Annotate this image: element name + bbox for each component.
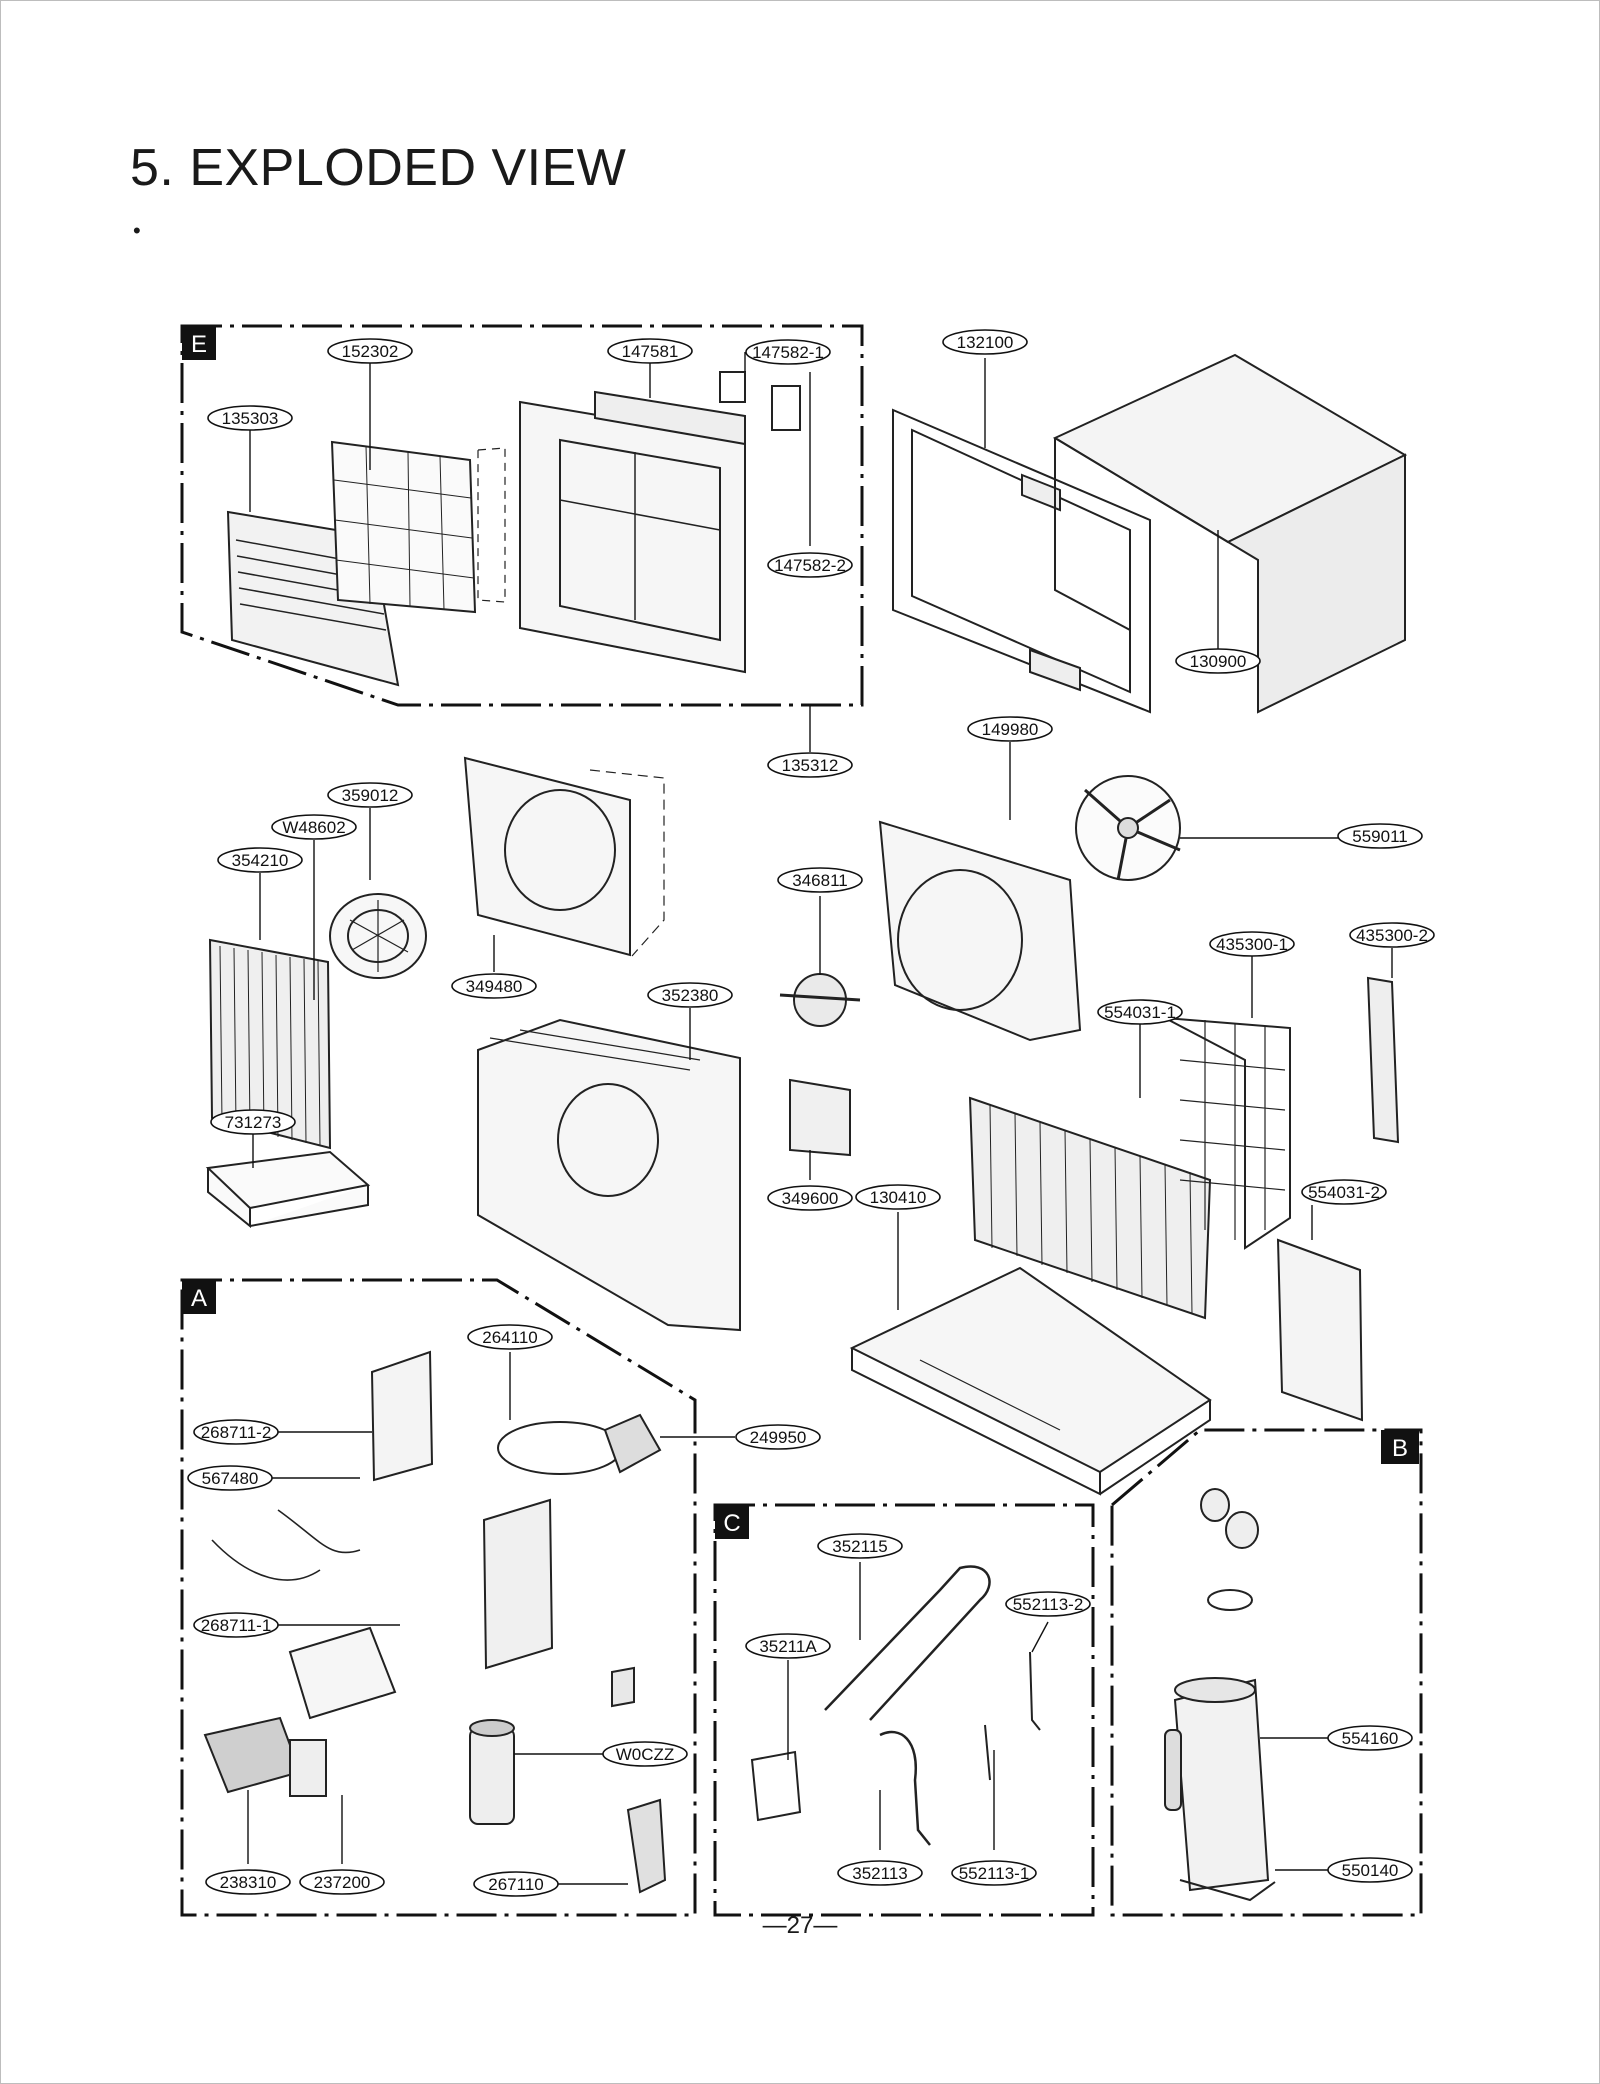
page-number: —27— xyxy=(762,1912,838,1939)
packing-drawing xyxy=(205,1150,371,1229)
tubing-drawing xyxy=(750,1565,1041,1846)
part-label: 237200 xyxy=(314,1873,371,1892)
part-label: 264110 xyxy=(482,1328,537,1347)
part-label: 349600 xyxy=(782,1189,839,1208)
section-tag-b: B xyxy=(1381,1430,1419,1464)
part-label: 346811 xyxy=(792,871,847,890)
part-label: W0CZZ xyxy=(616,1745,675,1764)
evaporator-drawing xyxy=(208,938,332,1150)
part-label: 349480 xyxy=(466,977,523,996)
page-title: 5. EXPLODED VIEW xyxy=(130,139,627,197)
air-filter-drawing xyxy=(330,440,477,614)
part-label: 149980 xyxy=(982,720,1039,739)
cabinet-drawing xyxy=(1052,353,1408,714)
section-tag-e: E xyxy=(182,326,216,360)
capacitor-drawing xyxy=(469,1719,515,1825)
control-box-drawing xyxy=(288,1350,554,1720)
base-pan-drawing xyxy=(849,1266,1212,1496)
part-label: 552113-1 xyxy=(959,1864,1030,1883)
part-label: 135312 xyxy=(782,756,839,775)
remote-drawing xyxy=(626,1798,667,1894)
condenser-drawing xyxy=(968,1096,1212,1320)
part-label: 35211A xyxy=(759,1637,817,1656)
blower-wheel-drawing xyxy=(329,893,427,979)
part-label: 352113 xyxy=(852,1864,907,1883)
section-letter: C xyxy=(723,1510,740,1537)
leader-lines xyxy=(247,352,1393,1885)
part-label: 435300-2 xyxy=(1356,926,1428,945)
callout-labels: 152302 147581 147582-1 135303 147582-2 1… xyxy=(201,333,1428,1894)
part-label: 352380 xyxy=(662,986,719,1005)
section-c-frame xyxy=(713,1503,1095,1917)
part-label: 132100 xyxy=(957,333,1014,352)
overload-drawing xyxy=(1200,1488,1259,1611)
part-label: 552113-2 xyxy=(1013,1595,1084,1614)
side-bracket-drawing xyxy=(1366,976,1400,1144)
part-label: 268711-1 xyxy=(201,1616,272,1635)
part-label: 152302 xyxy=(342,342,399,361)
part-label: 147581 xyxy=(622,342,679,361)
base-divider-drawing xyxy=(477,1018,741,1332)
part-label: 130900 xyxy=(1190,652,1247,671)
condenser-fan-drawing xyxy=(1075,775,1181,881)
side-plate-drawing xyxy=(1276,1238,1364,1422)
power-cord-drawing xyxy=(497,1413,662,1475)
callout-ovals xyxy=(187,329,1435,1897)
part-label: 554031-2 xyxy=(1308,1183,1380,1202)
section-e-frame xyxy=(180,324,864,707)
shroud-drawing xyxy=(878,820,1082,1042)
part-label: 559011 xyxy=(1352,827,1407,846)
part-label: 238310 xyxy=(220,1873,277,1892)
section-b-frame xyxy=(1110,1428,1423,1917)
part-label: W48602 xyxy=(282,818,345,837)
part-label: 354210 xyxy=(232,851,289,870)
bullet-mark: • xyxy=(133,218,141,243)
guide-dashed-drawing xyxy=(477,447,506,603)
display-pcb-drawing xyxy=(289,1739,327,1797)
scroll-housing-drawing xyxy=(463,756,665,957)
bracket-drawing xyxy=(611,1666,635,1708)
part-label: 567480 xyxy=(202,1469,259,1488)
wire-harness-drawing xyxy=(211,1509,361,1581)
part-label: 359012 xyxy=(342,786,399,805)
part-label: 550140 xyxy=(1342,1861,1399,1880)
part-label: 731273 xyxy=(225,1113,282,1132)
fan-motor-drawing xyxy=(779,973,861,1157)
part-label: 435300-1 xyxy=(1216,935,1288,954)
section-a-frame xyxy=(180,1278,697,1917)
part-label: 352115 xyxy=(832,1537,887,1556)
part-label: 554031-1 xyxy=(1104,1003,1176,1022)
section-tag-c: C xyxy=(715,1505,749,1539)
section-tag-a: A xyxy=(182,1280,216,1314)
part-label: 147582-1 xyxy=(752,343,824,362)
case-frame-drawing xyxy=(892,408,1151,714)
section-letter: A xyxy=(191,1285,207,1312)
part-label: 249950 xyxy=(750,1428,807,1447)
section-letter: B xyxy=(1392,1435,1408,1462)
compressor-drawing xyxy=(1164,1677,1276,1902)
keypad-drawing xyxy=(203,1716,302,1794)
guard-drawing xyxy=(1164,1017,1291,1250)
part-label: 554160 xyxy=(1342,1729,1399,1748)
part-label: 267110 xyxy=(488,1875,543,1894)
section-letter: E xyxy=(191,331,207,358)
part-label: 268711-2 xyxy=(201,1423,272,1442)
part-label: 135303 xyxy=(222,409,279,428)
part-label: 147582-2 xyxy=(774,556,846,575)
front-panel-drawing xyxy=(519,400,746,674)
louver-drawing xyxy=(594,390,746,446)
part-label: 130410 xyxy=(870,1188,927,1207)
louver-link-drawing xyxy=(719,371,801,431)
